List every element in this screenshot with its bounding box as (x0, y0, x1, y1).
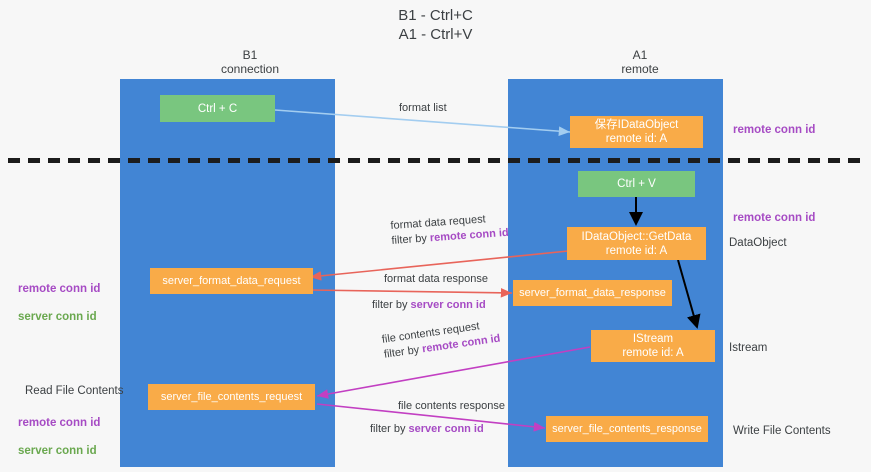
annotation-left-remote-conn-id: remote conn id (18, 283, 101, 295)
phase-divider (8, 158, 865, 163)
column-header-a1: A1 remote (621, 48, 659, 76)
annotation-right-dataobject: DataObject (729, 237, 787, 249)
edge-label-format-data-response-filter: filter by server conn id (372, 298, 486, 313)
annotation-left-remote-conn-id-2: remote conn id (18, 417, 101, 429)
node-ctrl-v[interactable]: Ctrl + V (578, 171, 695, 197)
filter-prefix: filter by (391, 232, 431, 247)
node-idataobject-getdata[interactable]: IDataObject::GetData remote id: A (567, 227, 706, 260)
annotation-left-conn-ids-top: remote conn id server conn id (18, 268, 100, 338)
annotation-right-remote-conn-id-mid: remote conn id (733, 212, 816, 224)
annotation-left-server-conn-id: server conn id (18, 311, 97, 323)
arrow-getdata-to-istream (677, 259, 701, 329)
node-server-file-contents-response[interactable]: server_file_contents_response (546, 416, 708, 442)
filter-prefix: filter by (372, 299, 411, 311)
annotation-left-conn-ids-bottom: remote conn id server conn id (18, 402, 100, 472)
node-server-file-contents-request[interactable]: server_file_contents_request (148, 384, 315, 410)
edge-label-file-contents-response: file contents response (398, 400, 506, 412)
arrow-file-contents-request (316, 346, 591, 399)
annotation-right-remote-conn-id-top: remote conn id (733, 124, 816, 136)
filter-prefix: filter by (383, 343, 424, 361)
diagram-title: B1 - Ctrl+C A1 - Ctrl+V (398, 7, 473, 43)
column-header-b1: B1 connection (220, 48, 280, 76)
node-save-idataobject[interactable]: 保存IDataObject remote id: A (570, 116, 703, 148)
arrow-file-contents-response (316, 403, 546, 432)
edge-label-format-data-response-text: format data response (384, 273, 488, 285)
edge-label-format-data-response: format data response (384, 272, 488, 287)
annotation-right-istream: Istream (729, 342, 768, 354)
annotation-left-server-conn-id-2: server conn id (18, 445, 97, 457)
arrow-format-data-response (309, 288, 513, 298)
filter-prefix: filter by (370, 423, 409, 435)
node-istream[interactable]: IStream remote id: A (591, 330, 715, 362)
filter-key-server-conn-id: server conn id (410, 299, 486, 311)
edge-label-file-contents-response-filter: filter by server conn id (370, 422, 484, 437)
arrow-format-data-request (309, 249, 579, 281)
node-server-format-data-response[interactable]: server_format_data_response (513, 280, 672, 306)
annotation-left-read-file-contents: Read File Contents (25, 385, 124, 397)
node-ctrl-c[interactable]: Ctrl + C (160, 95, 275, 122)
arrow-format-list (274, 109, 571, 136)
annotation-right-write-file-contents: Write File Contents (733, 425, 831, 437)
edge-label-format-list: format list (399, 102, 447, 114)
filter-key-server-conn-id: server conn id (408, 423, 484, 435)
node-server-format-data-request[interactable]: server_format_data_request (150, 268, 313, 294)
